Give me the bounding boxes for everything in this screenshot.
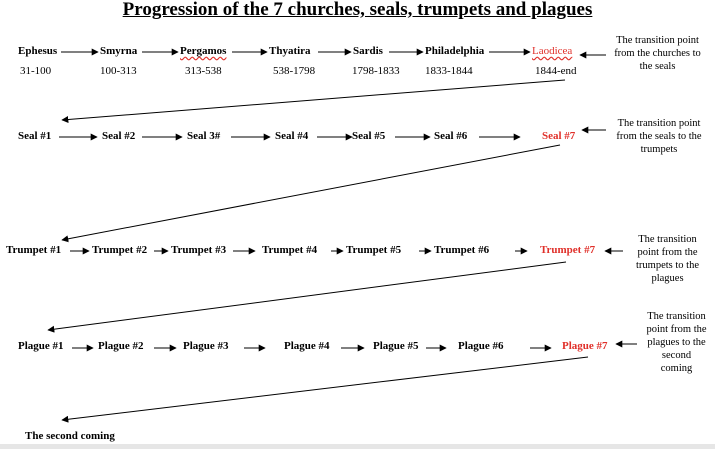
note-seals-to-trumpets: The transition point from the seals to t…: [603, 117, 715, 156]
seal-3: Seal 3#: [187, 130, 221, 142]
church-smyrna-years: 100-313: [100, 65, 137, 77]
note-line: The transition: [638, 234, 697, 245]
trumpet-5: Trumpet #5: [346, 244, 402, 256]
plague-4: Plague #4: [284, 340, 330, 352]
note-line: second: [661, 350, 692, 361]
seal-4: Seal #4: [275, 130, 309, 142]
note-line: from the seals to the: [616, 131, 702, 142]
second-coming-label: The second coming: [25, 430, 115, 442]
church-philadelphia: Philadelphia: [425, 45, 485, 57]
plague-6: Plague #6: [458, 340, 504, 352]
bottom-divider: [0, 444, 715, 449]
church-sardis: Sardis: [353, 45, 383, 57]
plague-1: Plague #1: [18, 340, 64, 352]
note-line: point from the: [646, 324, 707, 335]
trumpet-6: Trumpet #6: [434, 244, 490, 256]
trumpet-1: Trumpet #1: [6, 244, 62, 256]
church-ephesus: Ephesus: [18, 45, 58, 57]
church-sardis-years: 1798-1833: [352, 65, 400, 77]
church-philadelphia-years: 1833-1844: [425, 65, 473, 77]
note-line: trumpets to the: [636, 260, 699, 271]
note-line: The transition: [647, 311, 706, 322]
church-smyrna: Smyrna: [100, 45, 138, 57]
plague-5: Plague #5: [373, 340, 419, 352]
seal-6: Seal #6: [434, 130, 468, 142]
church-thyatira-years: 538-1798: [273, 65, 316, 77]
note-line: plagues to the: [647, 337, 706, 348]
plague-3: Plague #3: [183, 340, 229, 352]
arrow: [61, 79, 566, 123]
plague-2: Plague #2: [98, 340, 144, 352]
note-line: trumpets: [640, 144, 678, 155]
note-line: coming: [660, 363, 693, 374]
church-ephesus-years: 31-100: [20, 65, 52, 77]
note-line: The transition point: [617, 118, 701, 129]
note-line: the seals: [639, 61, 676, 72]
church-laodicea: Laodicea: [532, 45, 573, 57]
seal-1: Seal #1: [18, 130, 52, 142]
plague-7: Plague #7: [562, 340, 608, 352]
church-thyatira: Thyatira: [269, 45, 311, 57]
trumpet-4: Trumpet #4: [262, 244, 318, 256]
church-pergamos-years: 313-538: [185, 65, 222, 77]
page-title: Progression of the 7 churches, seals, tr…: [122, 0, 593, 20]
seal-5: Seal #5: [352, 130, 386, 142]
note-trumpets-to-plagues: The transition point from the trumpets t…: [620, 233, 715, 285]
arrow: [61, 144, 561, 243]
trumpet-2: Trumpet #2: [92, 244, 148, 256]
trumpet-7: Trumpet #7: [540, 244, 596, 256]
note-line: The transition point: [616, 35, 699, 46]
arrow: [61, 356, 589, 423]
trumpet-3: Trumpet #3: [171, 244, 227, 256]
note-plagues-to-coming: The transition point from the plagues to…: [638, 310, 715, 375]
church-pergamos: Pergamos: [180, 45, 227, 57]
church-laodicea-years: 1844-end: [535, 65, 577, 77]
seal-2: Seal #2: [102, 130, 136, 142]
arrow: [47, 261, 567, 333]
note-churches-to-seals: The transition point from the churches t…: [600, 34, 715, 73]
note-line: point from the: [637, 247, 698, 258]
note-line: plagues: [651, 273, 684, 284]
seal-7: Seal #7: [542, 130, 576, 142]
note-line: from the churches to: [614, 48, 701, 59]
